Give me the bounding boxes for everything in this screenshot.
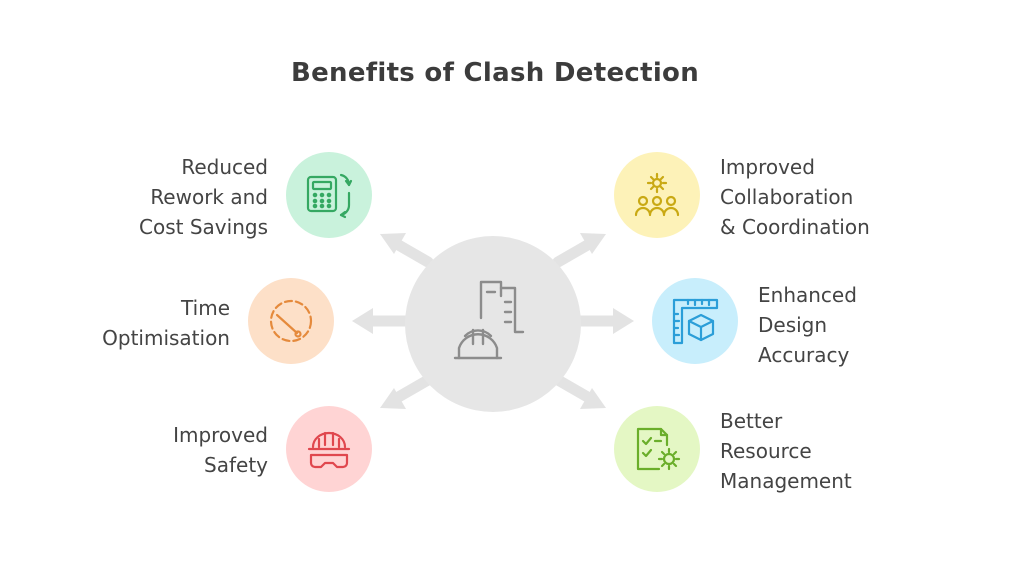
badge-time-optimisation: [248, 278, 334, 364]
team-gear-icon: [634, 172, 680, 217]
diagram-title: Benefits of Clash Detection: [290, 58, 700, 88]
label-enhanced-design: Enhanced Design Accuracy: [758, 283, 857, 367]
badge-better-resource: [614, 406, 700, 492]
ruler-cube-icon: [672, 298, 719, 345]
label-time-optimisation: Time Optimisation: [102, 296, 230, 350]
construction-helmet-buildings-icon: [453, 280, 525, 360]
helmet-goggles-icon: [307, 431, 351, 469]
arrow-right: [570, 308, 634, 334]
badge-enhanced-design: [652, 278, 738, 364]
checklist-gear-icon: [636, 427, 681, 471]
badge-improved-safety: [286, 406, 372, 492]
arrow-left: [352, 308, 416, 334]
center-hub: [405, 236, 581, 412]
arrow-up-right: [552, 233, 606, 268]
arrow-down-right: [552, 374, 606, 409]
label-reduced-rework: Reduced Rework and Cost Savings: [139, 155, 268, 239]
badge-reduced-rework: [286, 152, 372, 238]
calculator-refresh-icon: [306, 173, 353, 219]
label-better-resource: Better Resource Management: [720, 409, 852, 493]
arrow-up-left: [380, 233, 434, 268]
label-improved-safety: Improved Safety: [173, 423, 268, 477]
clock-timer-icon: [269, 299, 313, 343]
label-improved-collaboration: Improved Collaboration & Coordination: [720, 155, 870, 239]
badge-improved-collaboration: [614, 152, 700, 238]
arrow-down-left: [380, 374, 434, 409]
